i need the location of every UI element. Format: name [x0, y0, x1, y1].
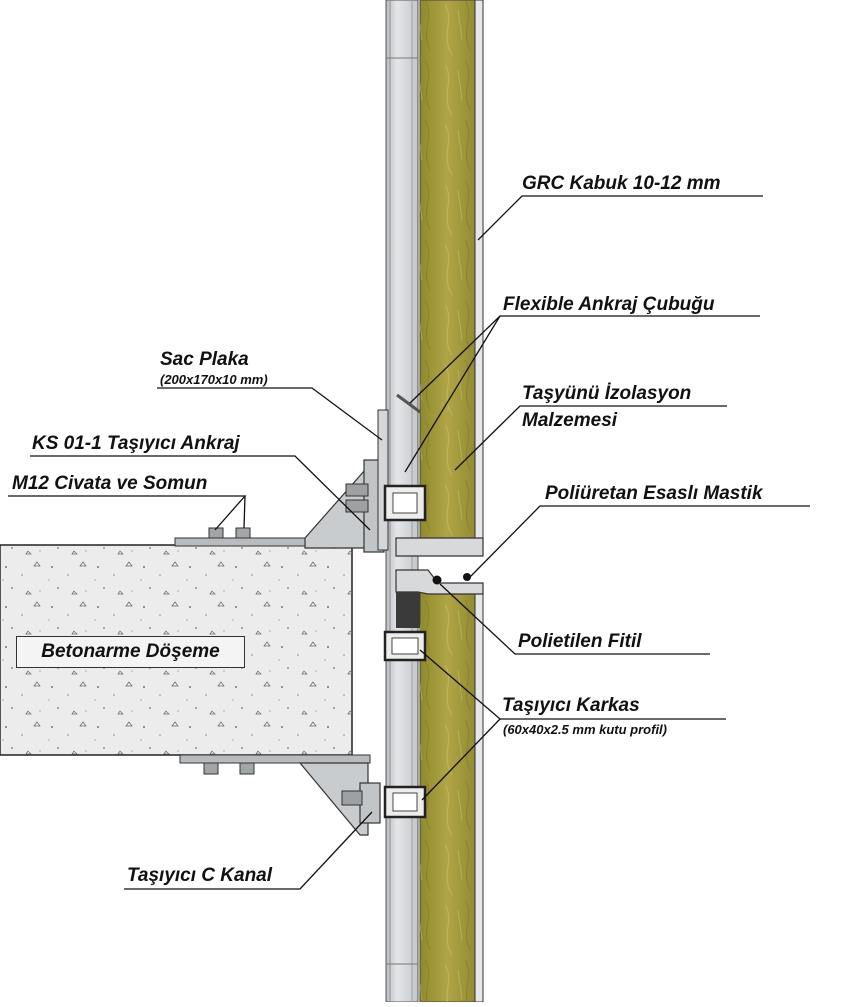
panel-joint: [395, 537, 484, 628]
leader-flexible-anchor-b: [404, 315, 501, 473]
sheet-plate-label: Sac Plaka: [160, 349, 249, 370]
insulation-label-line1: Taşyünü İzolasyon: [522, 383, 692, 404]
sheet-plate-size-label: (200x170x10 mm): [160, 372, 268, 387]
leader-c-channel: [124, 811, 373, 890]
leader-pe-cord: [439, 583, 710, 655]
leader-sac-plaka: [157, 387, 383, 441]
carrier-anchor-label: KS 01-1 Taşıyıcı Ankraj: [32, 433, 240, 454]
c-channel-label: Taşıyıcı C Kanal: [127, 865, 273, 886]
insulation-label-line2: Malzemesi: [522, 410, 618, 431]
leader-carrier-anchor: [30, 455, 371, 531]
leader-grc-shell: [477, 195, 763, 241]
leader-bolt-b: [243, 495, 246, 529]
leader-frame-b: [421, 718, 501, 801]
grc-shell: [474, 0, 484, 1003]
leader-lines: [8, 195, 810, 890]
leader-bolt-a: [8, 495, 247, 531]
slab-label: Betonarme Döşeme: [16, 636, 245, 668]
pu-mastic-label: Poliüretan Esaslı Mastik: [545, 483, 763, 504]
upper-anchor-assembly: [174, 393, 427, 553]
leader-pu-mastic: [469, 505, 810, 578]
rock-wool-insulation: [419, 0, 476, 1003]
frame-size-label: (60x40x2.5 mm kutu profil): [503, 722, 667, 737]
pe-cord-label: Polietilen Fitil: [518, 631, 642, 652]
lower-anchor-assembly: [179, 754, 427, 836]
grc-shell-label: GRC Kabuk 10-12 mm: [522, 173, 721, 194]
flexible-anchor-label: Flexible Ankraj Çubuğu: [503, 294, 715, 315]
leader-insulation: [454, 405, 727, 471]
bolt-nut-label: M12 Civata ve Somun: [12, 473, 208, 494]
polyethylene-cord: [432, 575, 442, 585]
middle-box-profile: [383, 630, 427, 662]
pu-mastic-bead: [463, 573, 471, 581]
frame-label: Taşıyıcı Karkas: [502, 695, 640, 716]
